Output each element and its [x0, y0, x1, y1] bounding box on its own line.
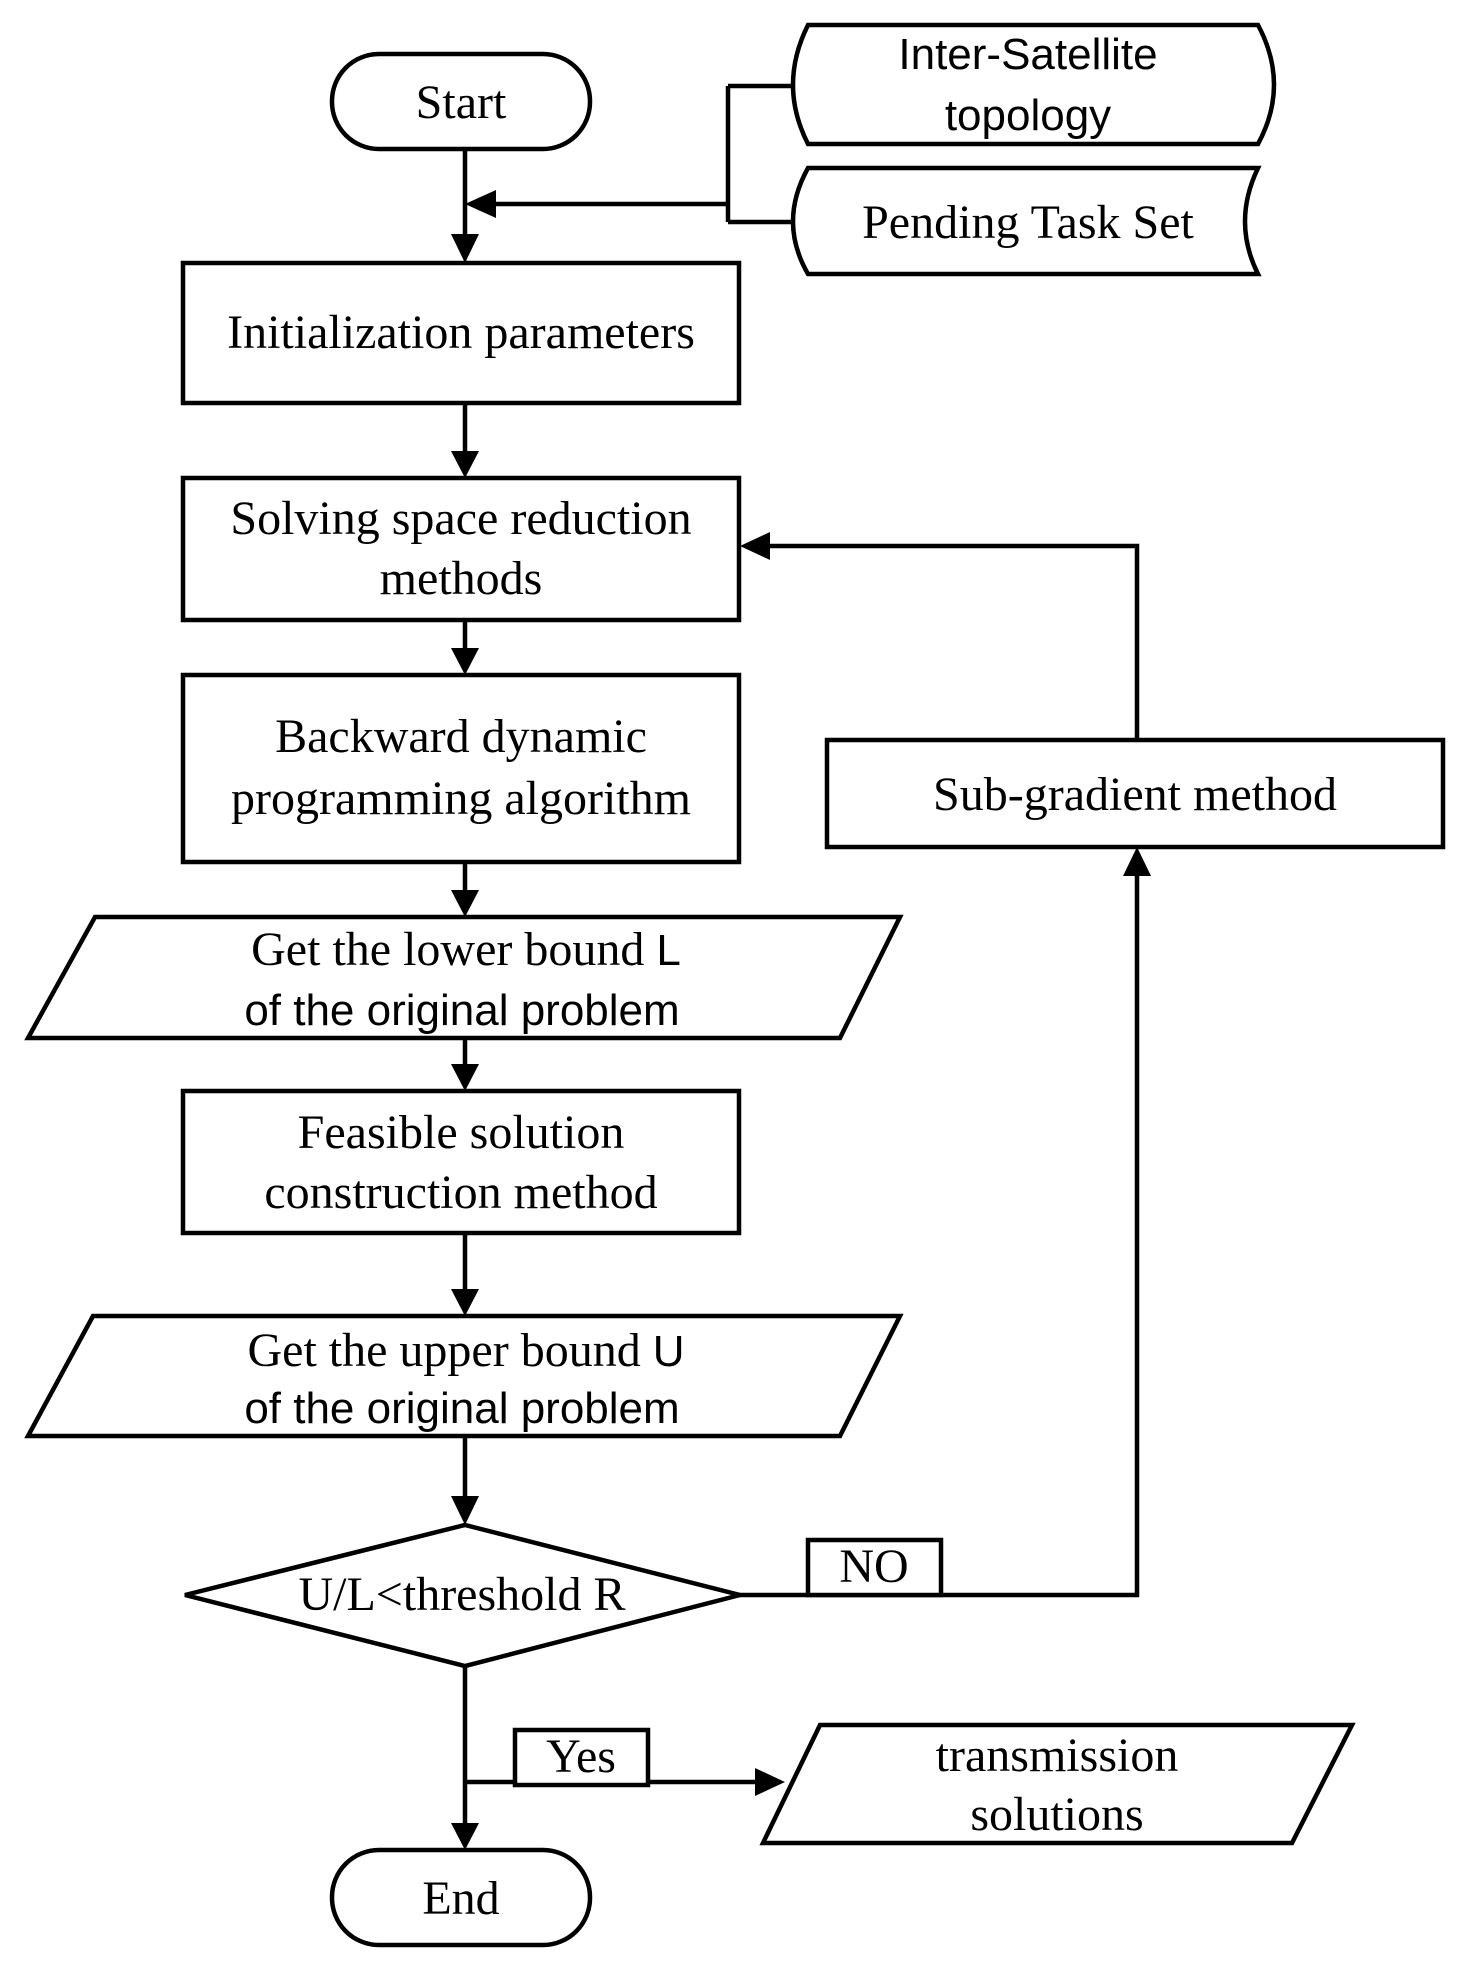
arrowhead-end: [451, 1823, 479, 1850]
lower-bound-label-line2: of the original problem: [244, 986, 679, 1035]
subgradient-label: Sub-gradient method: [933, 768, 1337, 821]
reduction-label-line1: Solving space reduction: [230, 492, 691, 545]
arrowhead-decision: [451, 1496, 479, 1525]
decision-label: U/L<threshold R: [298, 1568, 625, 1621]
topology-label-line1: Inter-Satellite: [898, 30, 1157, 79]
edge-subgradient-reduction: [765, 543, 1140, 740]
init-label: Initialization parameters: [227, 306, 695, 359]
feasible-label-line2: construction method: [264, 1166, 657, 1219]
lower-bound-io: Get the lower bound L of the original pr…: [24, 914, 904, 1041]
no-label: NO: [839, 1540, 908, 1593]
arrowhead-feasible: [451, 1064, 479, 1091]
upper-bound-label-line2: of the original problem: [244, 1384, 679, 1433]
yes-label: Yes: [546, 1730, 616, 1783]
output-io: transmission solutions: [759, 1722, 1356, 1846]
taskset-label: Pending Task Set: [862, 196, 1194, 249]
end-terminator: End: [329, 1847, 593, 1948]
yes-label-box: Yes: [512, 1727, 651, 1788]
upper-bound-io: Get the upper bound U of the original pr…: [24, 1313, 904, 1439]
upper-bound-label-line1: Get the upper bound U: [247, 1324, 684, 1377]
arrowhead-upper: [451, 1289, 479, 1316]
output-label-line1: transmission: [936, 1729, 1179, 1782]
reduction-process: Solving space reduction methods: [180, 475, 742, 623]
topology-datastore: Inter-Satellite topology: [790, 22, 1277, 147]
upper-bound-symbol: U: [653, 1327, 685, 1376]
lower-bound-symbol: L: [656, 926, 680, 975]
arrowhead-loop: [740, 532, 770, 560]
end-label: End: [422, 1872, 499, 1925]
reduction-label-line2: methods: [380, 552, 543, 605]
arrowhead-backward: [451, 648, 479, 675]
output-label-line2: solutions: [970, 1788, 1143, 1841]
arrowhead-lower: [451, 890, 479, 917]
topology-label-line2: topology: [945, 91, 1111, 140]
arrowhead-output: [755, 1768, 785, 1796]
threshold-decision: U/L<threshold R: [184, 1522, 741, 1669]
no-label-box: NO: [805, 1537, 944, 1598]
taskset-datastore: Pending Task Set: [790, 165, 1262, 277]
arrowhead-init: [451, 234, 479, 263]
feasible-process: Feasible solution construction method: [180, 1088, 742, 1236]
arrowhead-reduction: [451, 451, 479, 478]
backward-process: Backward dynamic programming algorithm: [180, 672, 742, 865]
start-label: Start: [416, 76, 507, 129]
backward-label-line2: programming algorithm: [231, 772, 691, 825]
init-process: Initialization parameters: [180, 260, 742, 406]
subgradient-process: Sub-gradient method: [824, 737, 1446, 850]
lower-bound-label-line1: Get the lower bound L: [251, 923, 681, 976]
backward-label-line1: Backward dynamic: [275, 710, 647, 763]
arrowhead-subgradient: [1123, 847, 1151, 876]
start-terminator: Start: [329, 51, 593, 152]
arrowhead-inputs: [465, 190, 496, 218]
feasible-label-line1: Feasible solution: [298, 1106, 625, 1159]
